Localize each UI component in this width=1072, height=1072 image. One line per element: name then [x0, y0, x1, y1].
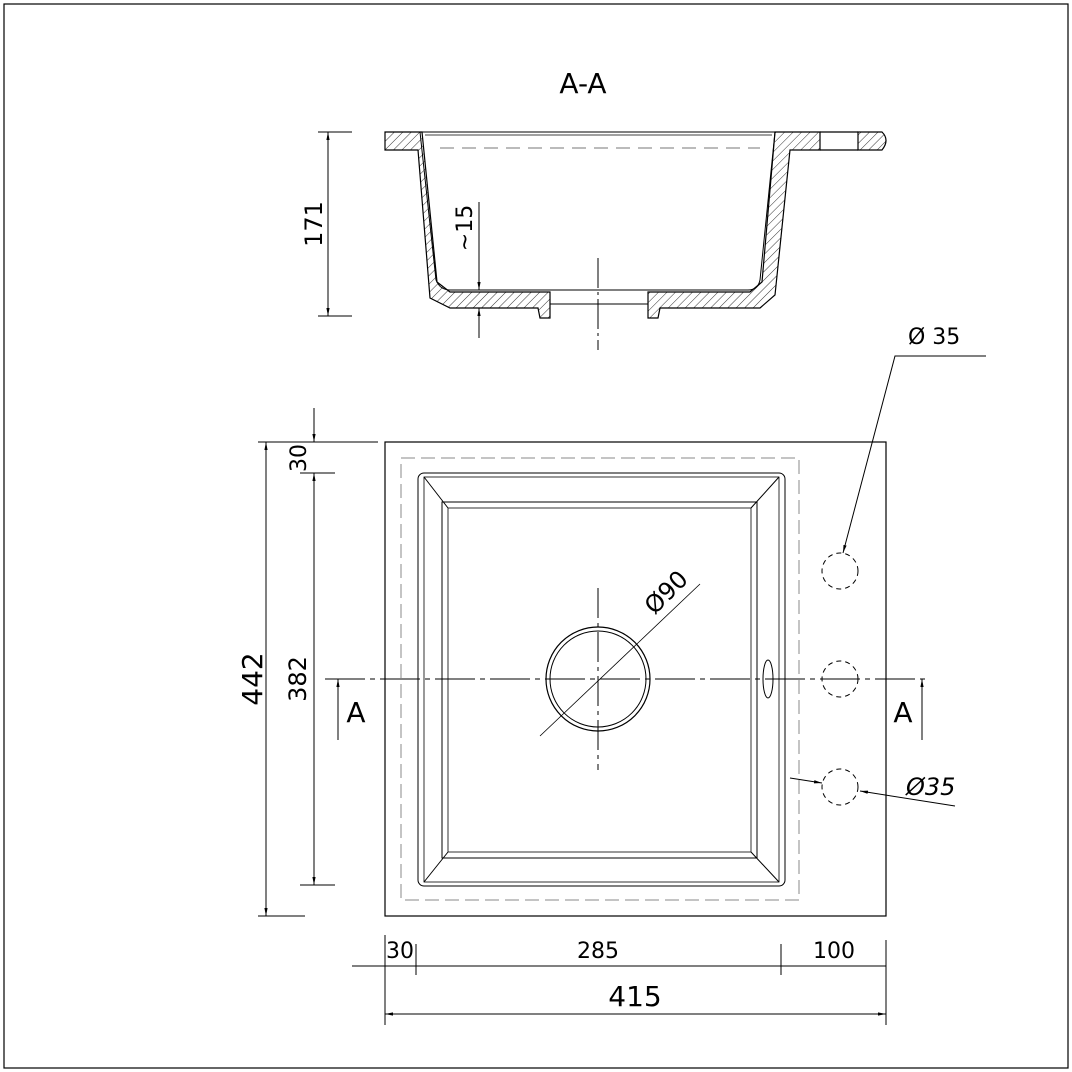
section-mark-right: A	[893, 696, 912, 729]
height-dim-382: 382	[284, 656, 312, 702]
hole-dia-top: Ø 35	[908, 325, 960, 350]
drawing-frame	[3, 3, 1069, 1069]
section-view: A-A 171 ~15	[300, 67, 887, 350]
width-dim-30: 30	[386, 939, 414, 964]
plan-view: Ø90 Ø 35 Ø35 A A 442 382 30 30 285 1	[236, 325, 986, 1025]
drain-dia: Ø90	[639, 565, 694, 620]
section-mark-left: A	[346, 696, 365, 729]
width-dim-415: 415	[608, 980, 661, 1013]
hole-dia-bottom: Ø35	[905, 773, 955, 801]
width-dim-285: 285	[577, 939, 619, 964]
top-margin-30: 30	[287, 444, 312, 472]
height-dim-442: 442	[236, 652, 269, 705]
height-dim-171: 171	[300, 201, 328, 247]
wall-dim-15: ~15	[453, 205, 478, 251]
section-title: A-A	[559, 67, 606, 100]
width-dim-100: 100	[813, 939, 855, 964]
